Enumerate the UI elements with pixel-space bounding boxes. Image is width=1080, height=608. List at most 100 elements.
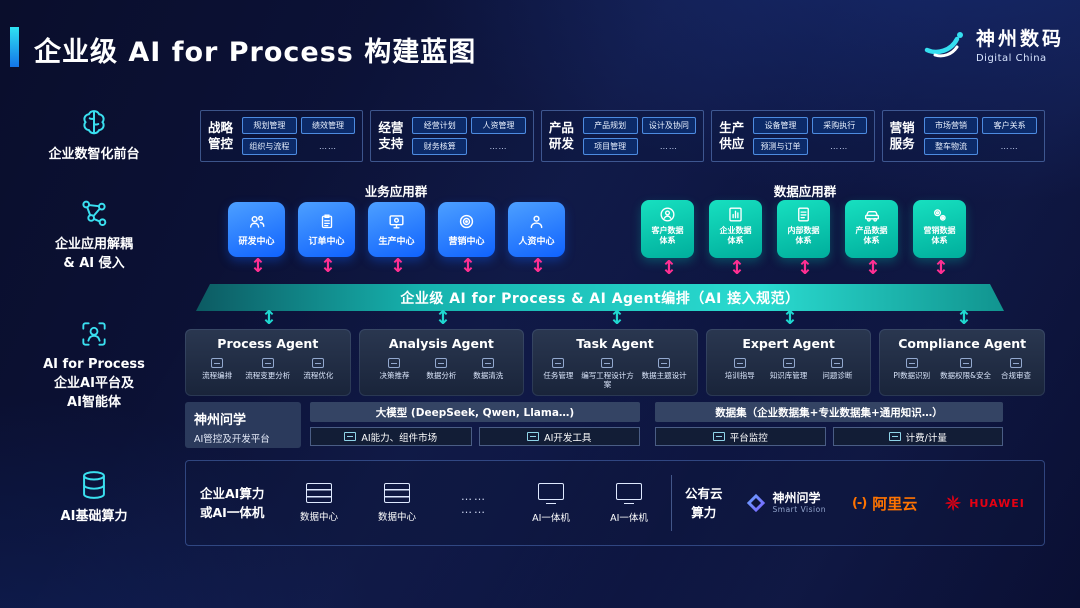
chip: 财务核算 bbox=[412, 138, 468, 155]
group-title: 战略管控 bbox=[208, 120, 234, 151]
alibaba-cloud-logo: (-) 阿里云 bbox=[851, 494, 918, 513]
chip-more: …… bbox=[489, 142, 508, 151]
model-bar: 大模型 (DeepSeek, Qwen, Llama…) bbox=[310, 402, 640, 422]
rail-front-label: 企业数智化前台 bbox=[48, 147, 140, 162]
node-aibox: AI一体机 bbox=[522, 482, 580, 524]
orchestration-banner: 企业级 AI for Process & AI Agent编排（AI 接入规范） bbox=[196, 284, 1004, 311]
agent-capability: 数据主题设计 bbox=[642, 358, 687, 380]
flow-arrow bbox=[435, 309, 451, 328]
agent-capability: 数据分析 bbox=[426, 358, 456, 380]
partner-logos: 神州问学 Smart Vision (-) 阿里云 bbox=[745, 491, 1025, 514]
person-circle-icon bbox=[660, 207, 675, 222]
chip-more: …… bbox=[1000, 142, 1019, 151]
rail-compute-label: AI基础算力 bbox=[60, 509, 128, 524]
rail-apps-label: 企业应用解耦 & AI 侵入 bbox=[54, 237, 133, 271]
app-tile-marketing: 营销中心 bbox=[438, 202, 495, 257]
person-scan-icon bbox=[82, 322, 106, 346]
group-title: 产品研发 bbox=[548, 120, 574, 151]
data-tile-product: 产品数据 体系 bbox=[845, 200, 898, 258]
flow-arrow bbox=[390, 257, 406, 276]
database-icon bbox=[83, 471, 105, 499]
alibaba-bracket-icon: (-) bbox=[851, 495, 867, 511]
compute-row: 企业AI算力 或AI一体机 数据中心 数据中心 …… …… AI一体机 AI一体… bbox=[185, 460, 1045, 546]
metering-button: 计费/计量 bbox=[832, 427, 1003, 446]
agent-item-icon bbox=[959, 358, 972, 368]
ai-dev-tools-button: AI开发工具 bbox=[478, 427, 640, 446]
agent-capability: 数据权限&安全 bbox=[940, 358, 991, 380]
flow-arrow bbox=[261, 309, 277, 328]
data-tile-internal: 内部数据 体系 bbox=[777, 200, 830, 258]
front-group-marketing: 营销服务 市场营销 客户关系 整车物流 …… bbox=[881, 110, 1046, 162]
bar-chart-doc-icon bbox=[729, 207, 742, 222]
brain-icon bbox=[83, 110, 105, 135]
app-tile-order: 订单中心 bbox=[298, 202, 355, 257]
title-accent-bar bbox=[10, 27, 19, 67]
compute-left-title: 企业AI算力 或AI一体机 bbox=[200, 485, 265, 520]
flow-arrow bbox=[661, 259, 677, 278]
monitor-icon bbox=[712, 432, 725, 441]
business-app-tiles: 研发中心 订单中心 生产中心 营销中心 人资中心 bbox=[228, 202, 565, 257]
ai-capability-market-button: AI能力、组件市场 bbox=[310, 427, 472, 446]
agent-analysis: Analysis Agent 决策推荐 数据分析 数据清洗 bbox=[358, 329, 525, 396]
flow-arrow bbox=[865, 259, 881, 278]
chip: 预测与订单 bbox=[753, 138, 808, 155]
agent-process: Process Agent 流程编排 流程变更分析 流程优化 bbox=[185, 329, 351, 396]
chip: 设计及协同 bbox=[641, 117, 697, 134]
node-aibox: AI一体机 bbox=[600, 482, 658, 524]
compute-nodes: 数据中心 数据中心 …… …… AI一体机 AI一体机 bbox=[290, 482, 658, 524]
chip: 产品规划 bbox=[582, 117, 638, 134]
flow-arrow bbox=[460, 257, 476, 276]
front-group-operation: 经营支持 经营计划 人资管理 财务核算 …… bbox=[370, 110, 534, 162]
chip: 经营计划 bbox=[412, 117, 468, 134]
front-group-rnd: 产品研发 产品规划 设计及协同 项目管理 …… bbox=[540, 110, 705, 162]
agent-capability: 合规审查 bbox=[1001, 358, 1031, 380]
flow-arrow bbox=[729, 259, 745, 278]
agent-item-icon bbox=[552, 358, 565, 368]
chip: 整车物流 bbox=[923, 138, 979, 155]
agent-item-icon bbox=[211, 358, 224, 368]
agent-capability: 流程编排 bbox=[202, 358, 232, 380]
flow-arrow bbox=[933, 259, 949, 278]
datacenter-icon bbox=[384, 483, 410, 503]
flow-arrow bbox=[782, 309, 798, 328]
chip: 绩效管理 bbox=[300, 117, 356, 134]
agent-item-icon bbox=[435, 358, 448, 368]
flow-arrow bbox=[797, 259, 813, 278]
agent-capability: 流程优化 bbox=[303, 358, 333, 380]
agent-item-icon bbox=[482, 358, 495, 368]
ai-appliance-icon bbox=[616, 482, 642, 504]
ai-appliance-icon bbox=[538, 482, 564, 504]
data-app-tiles: 客户数据 体系 企业数据 体系 内部数据 体系 产品数据 体系 bbox=[641, 200, 966, 258]
data-tile-enterprise: 企业数据 体系 bbox=[709, 200, 762, 258]
agent-item-icon bbox=[831, 358, 844, 368]
agent-capability: 流程变更分析 bbox=[245, 358, 290, 380]
people-icon bbox=[249, 215, 264, 228]
agent-item-icon bbox=[1009, 358, 1022, 368]
dataset-panel: 数据集（企业数据集+专业数据集+通用知识…） 平台监控 计费/计量 bbox=[655, 402, 1003, 448]
datacenter-icon bbox=[306, 483, 332, 503]
tools-icon bbox=[527, 432, 540, 441]
machine-monitor-icon bbox=[389, 215, 404, 229]
agent-capability: 培训指导 bbox=[725, 358, 755, 380]
chip: 规划管理 bbox=[242, 117, 297, 134]
rail-front: 企业数智化前台 bbox=[8, 106, 180, 165]
divider bbox=[671, 475, 672, 531]
huawei-logo: HUAWEI bbox=[943, 493, 1025, 513]
agent-item-icon bbox=[601, 358, 614, 368]
agent-item-icon bbox=[782, 358, 795, 368]
agent-capability: PI数据识别 bbox=[893, 358, 930, 380]
node-datacenter: 数据中心 bbox=[290, 483, 348, 523]
flow-arrow bbox=[530, 257, 546, 276]
huawei-flower-icon bbox=[945, 495, 962, 511]
agent-capability: 任务管理 bbox=[543, 358, 573, 380]
app-tile-rnd: 研发中心 bbox=[228, 202, 285, 257]
agent-task: Task Agent 任务管理 编写工程设计方案 数据主题设计 bbox=[532, 329, 698, 396]
chip: 组织与流程 bbox=[242, 138, 297, 155]
gauge-icon bbox=[888, 432, 901, 441]
agents-row: Process Agent 流程编排 流程变更分析 流程优化 Analysis … bbox=[185, 329, 1045, 396]
person-icon bbox=[530, 215, 543, 229]
app-tile-production: 生产中心 bbox=[368, 202, 425, 257]
chip: 设备管理 bbox=[753, 117, 808, 134]
brand-logo: 神州数码 Digital China bbox=[921, 24, 1064, 64]
